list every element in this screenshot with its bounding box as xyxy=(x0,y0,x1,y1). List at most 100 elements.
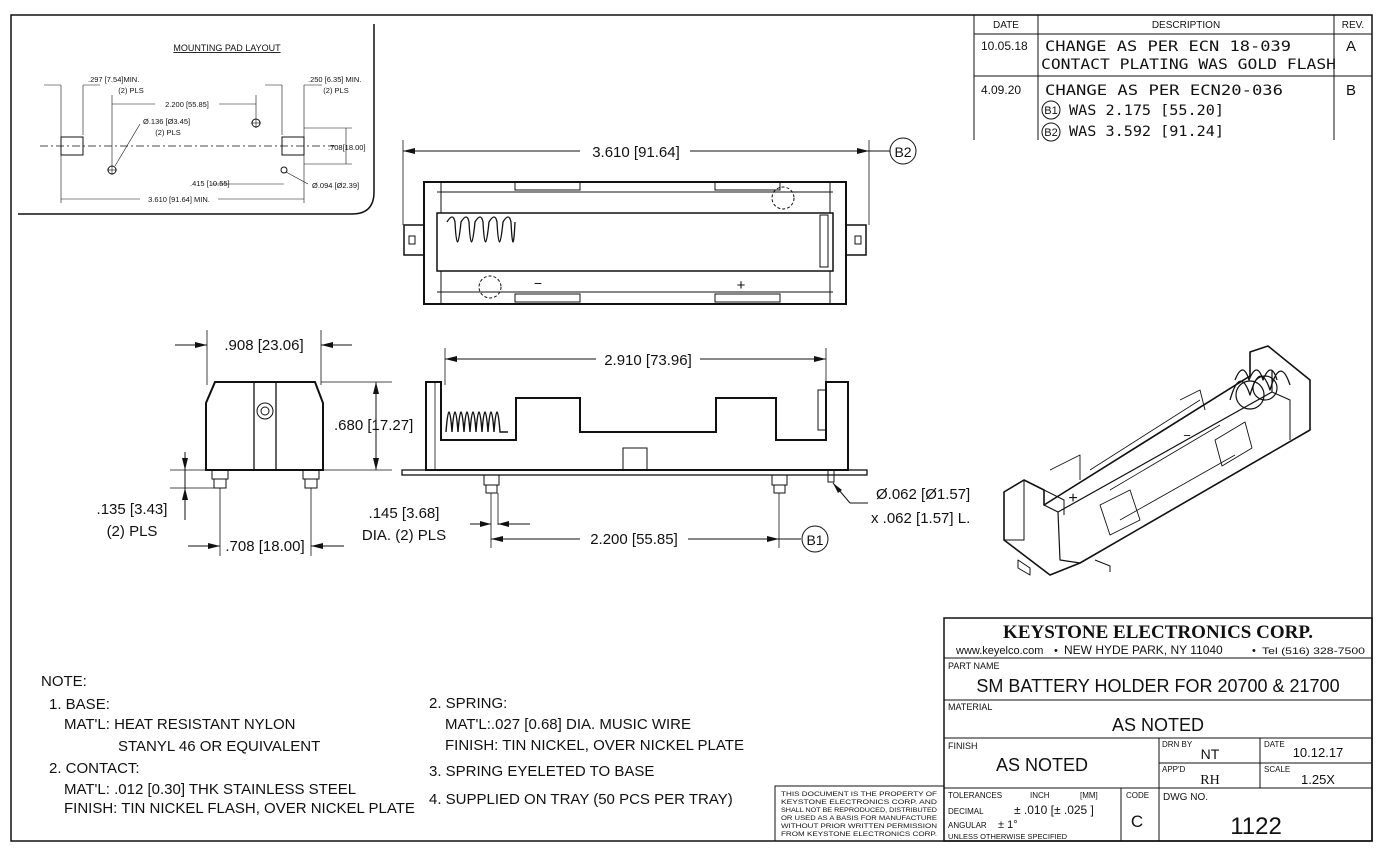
rev-a-date: 10.05.18 xyxy=(981,39,1028,53)
end-dim-height: .680 [17.27] xyxy=(334,417,413,434)
svg-text:MATERIAL: MATERIAL xyxy=(948,702,992,712)
tolerance-angular: ± 1° xyxy=(998,819,1018,831)
rev-b-balloon2 xyxy=(1041,122,1061,142)
revision-table: DATE DESCRIPTION REV. 10.05.18 CHANGE AS… xyxy=(973,15,1372,142)
tolerance-decimal: ± .010 [± .025 ] xyxy=(1014,803,1094,817)
rev-b-line3: WAS 3.592 [91.24] xyxy=(1069,124,1224,140)
drawn-by: NT xyxy=(1201,746,1220,762)
company-tel: Tel (516) 328-7500 xyxy=(1262,646,1365,656)
company-web: www.keyelco.com xyxy=(955,645,1043,657)
front-spring xyxy=(445,411,508,433)
pad-dim-3610: 3.610 [91.64] MIN. xyxy=(148,195,210,204)
svg-text:DECIMAL: DECIMAL xyxy=(948,807,984,816)
pad-dim-708: .708[18.00] xyxy=(328,143,366,152)
svg-text:CODE: CODE xyxy=(1126,791,1149,800)
pad-dim-297: .297 [7.54]MIN. xyxy=(88,75,139,84)
rev-b-line2: WAS 2.175 [55.20] xyxy=(1069,103,1224,119)
svg-text:B2: B2 xyxy=(1044,127,1057,139)
top-plus-mark: + xyxy=(737,277,746,294)
top-minus-mark: − xyxy=(534,275,542,291)
front-dim-2200: 2.200 [55.85] xyxy=(590,531,678,548)
svg-text:MAT'L: HEAT RESISTANT NYLON: MAT'L: HEAT RESISTANT NYLON xyxy=(64,716,296,733)
svg-text:INCH: INCH xyxy=(1030,791,1050,800)
end-dim-708: .708 [18.00] xyxy=(225,538,304,555)
svg-text:B2: B2 xyxy=(894,144,911,160)
pad-dim-2200: 2.200 [55.85] xyxy=(165,100,209,109)
svg-text:DRN BY: DRN BY xyxy=(1162,740,1193,749)
rev-b-line1: CHANGE AS PER ECN20-036 xyxy=(1045,83,1283,99)
top-view: 3.610 [91.64] B2 − + xyxy=(402,137,917,305)
svg-text:B1: B1 xyxy=(806,532,823,548)
pad-dim-136: Ø.136 [Ø3.45] xyxy=(143,117,190,126)
svg-text:DWG NO.: DWG NO. xyxy=(1163,792,1208,803)
pad-dim-094: Ø.094 [Ø2.39] xyxy=(312,181,359,190)
mounting-pad-layout: MOUNTING PAD LAYOUT .297 [7.54]MIN. (2) … xyxy=(18,24,375,215)
rev-a-line1: CHANGE AS PER ECN 18-039 xyxy=(1045,39,1291,55)
svg-text:PART NAME: PART NAME xyxy=(948,661,1000,671)
rev-header-rev: REV. xyxy=(1342,20,1364,31)
svg-text:MAT'L:.027 [0.68] DIA. MUSIC W: MAT'L:.027 [0.68] DIA. MUSIC WIRE xyxy=(445,716,691,733)
svg-text:FINISH: TIN NICKEL, OVER NICKE: FINISH: TIN NICKEL, OVER NICKEL PLATE xyxy=(445,737,744,754)
pad-panel-border xyxy=(18,24,375,215)
front-dim-062a: Ø.062 [Ø1.57] xyxy=(876,486,970,503)
svg-text:3. SPRING EYELETED TO BASE: 3. SPRING EYELETED TO BASE xyxy=(429,763,654,780)
svg-text:•: • xyxy=(1054,645,1058,657)
svg-text:ANGULAR: ANGULAR xyxy=(948,821,987,830)
isometric-view: + − xyxy=(1003,345,1311,576)
rev-b-letter: B xyxy=(1346,82,1356,99)
svg-text:FINISH: FINISH xyxy=(948,741,978,751)
part-name: SM BATTERY HOLDER FOR 20700 & 21700 xyxy=(976,676,1339,696)
title-block: KEYSTONE ELECTRONICS CORP. www.keyelco.c… xyxy=(943,617,1373,842)
svg-text:SHALL NOT BE REPRODUCED, DISTR: SHALL NOT BE REPRODUCED, DISTRIBUTED xyxy=(781,808,938,814)
svg-text:DATE: DATE xyxy=(1264,740,1285,749)
drawing-scale: 1.25X xyxy=(1301,772,1335,787)
rev-a-line2: CONTACT PLATING WAS GOLD FLASH xyxy=(1041,57,1336,73)
svg-text:DIA. (2) PLS: DIA. (2) PLS xyxy=(362,527,446,544)
drawing-number: 1122 xyxy=(1230,813,1282,840)
svg-text:TOLERANCES: TOLERANCES xyxy=(948,791,1002,800)
pad-title: MOUNTING PAD LAYOUT xyxy=(173,43,281,53)
svg-text:KEYSTONE ELECTRONICS CORP. AND: KEYSTONE ELECTRONICS CORP. AND xyxy=(781,800,938,806)
drawing-date: 10.12.17 xyxy=(1293,745,1344,760)
pad-dim-415: .415 [10.55] xyxy=(190,179,230,188)
svg-text:B1: B1 xyxy=(1044,105,1057,117)
front-body xyxy=(425,381,849,471)
svg-text:2. CONTACT:: 2. CONTACT: xyxy=(49,760,140,777)
iso-plus-mark: + xyxy=(1068,490,1077,507)
top-dim-length: 3.610 [91.64] xyxy=(592,144,680,161)
top-spring xyxy=(446,216,516,243)
svg-text:APP'D: APP'D xyxy=(1162,765,1186,774)
svg-text:2. SPRING:: 2. SPRING: xyxy=(429,695,507,712)
rev-a-letter: A xyxy=(1346,38,1356,55)
front-dim-2910: 2.910 [73.96] xyxy=(604,352,692,369)
front-dim-062b: x .062 [1.57] L. xyxy=(871,510,970,527)
iso-minus-mark: − xyxy=(1183,428,1191,443)
top-body xyxy=(423,181,847,305)
finish-value: AS NOTED xyxy=(996,755,1088,775)
front-balloon-b1 xyxy=(801,525,829,553)
svg-text:SCALE: SCALE xyxy=(1264,765,1290,774)
notes-title: NOTE: xyxy=(41,673,87,690)
svg-text:STANYL 46 OR EQUIVALENT: STANYL 46 OR EQUIVALENT xyxy=(118,738,320,755)
top-tab-right xyxy=(845,224,867,256)
rev-header-date: DATE xyxy=(993,20,1019,31)
company-city: NEW HYDE PARK, NY 11040 xyxy=(1064,643,1223,657)
rev-header-description: DESCRIPTION xyxy=(1152,20,1220,31)
svg-text:(2) PLS: (2) PLS xyxy=(155,128,180,137)
svg-text:THIS DOCUMENT IS THE PROPERTY: THIS DOCUMENT IS THE PROPERTY OF xyxy=(781,792,937,798)
svg-text:(2) PLS: (2) PLS xyxy=(107,523,158,540)
pad-dim-250: .250 [6.35] MIN. xyxy=(308,75,361,84)
svg-text:WITHOUT PRIOR WRITTEN PERMISSI: WITHOUT PRIOR WRITTEN PERMISSION xyxy=(781,824,937,830)
property-notice: THIS DOCUMENT IS THE PROPERTY OF KEYSTON… xyxy=(774,785,945,842)
svg-text:MAT'L: .012 [0.30] THK STAINLE: MAT'L: .012 [0.30] THK STAINLESS STEEL xyxy=(64,781,356,798)
svg-text:UNLESS OTHERWISE SPECIFIED: UNLESS OTHERWISE SPECIFIED xyxy=(948,832,1068,841)
rev-b-balloon1 xyxy=(1041,100,1061,120)
notes: NOTE: 1. BASE: MAT'L: HEAT RESISTANT NYL… xyxy=(41,673,744,817)
front-dim-145: .145 [3.68] xyxy=(369,505,440,522)
company-name: KEYSTONE ELECTRONICS CORP. xyxy=(1003,622,1313,643)
svg-text:FINISH: TIN NICKEL FLASH, OVER: FINISH: TIN NICKEL FLASH, OVER NICKEL PL… xyxy=(64,800,415,817)
top-tab-left xyxy=(403,224,425,256)
end-dim-width: .908 [23.06] xyxy=(224,337,303,354)
end-body xyxy=(205,381,324,471)
svg-text:•: • xyxy=(1252,645,1256,657)
